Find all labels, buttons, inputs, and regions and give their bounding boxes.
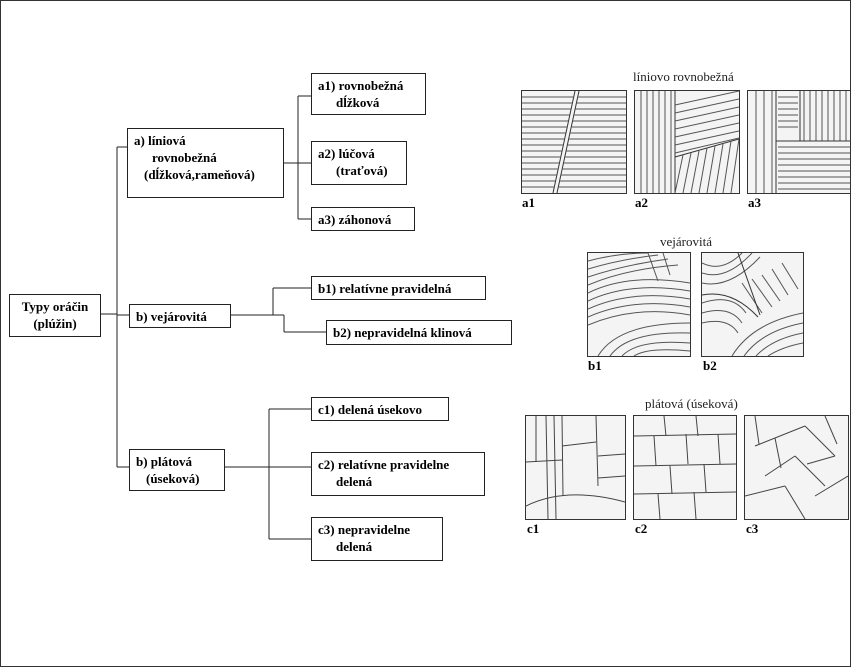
group-c-title: plátová (úseková) [645,396,738,411]
node-c2-line2: delená [336,474,373,489]
node-a3: a3) záhonová [311,207,415,231]
pattern-a3-label: a3 [748,195,761,210]
pattern-a2-image [634,90,740,194]
pattern-c1-label: c1 [527,521,540,536]
node-b-line1: b) vejárovitá [136,309,207,324]
root-node-line1: Typy oráčin [21,299,89,314]
node-a2: a2) lúčová (traťová) [311,141,407,185]
pattern-a3-image [747,90,851,194]
node-a1-line2: dĺžková [336,95,380,110]
pattern-b2-label: b2 [703,358,717,373]
group-b-title: vejárovitá [660,234,712,249]
node-a1-line1: a1) rovnobežná [318,78,404,93]
pattern-c1-image [525,415,626,520]
node-b2-line1: b2) nepravidelná klinová [333,325,472,340]
node-a2-line2: (traťová) [336,163,388,178]
node-a-line3: (dĺžková,rameňová) [144,167,255,182]
pattern-c2-image [633,415,737,520]
node-c1-line1: c1) delená úsekovo [318,402,422,417]
node-b2: b2) nepravidelná klinová [326,320,512,345]
group-a-title: líniovo rovnobežná [633,69,734,84]
pattern-c3-label: c3 [746,521,759,536]
pattern-a1-label: a1 [522,195,535,210]
node-c-line2: (úseková) [146,471,200,486]
node-c2-line1: c2) relatívne pravidelne [318,457,450,472]
root-node: Typy oráčin (plúžin) [9,294,101,337]
node-a-line1: a) líniová [134,133,186,148]
node-a2-line1: a2) lúčová [318,146,375,161]
node-a3-line1: a3) záhonová [318,212,392,227]
pattern-a2-label: a2 [635,195,648,210]
node-c-line1: b) plátová [136,454,192,469]
pattern-b2-image [701,252,804,357]
node-c: b) plátová (úseková) [129,449,225,491]
node-c1: c1) delená úsekovo [311,397,449,421]
pattern-b1-label: b1 [588,358,602,373]
node-c3-line2: delená [336,539,373,554]
node-b: b) vejárovitá [129,304,231,328]
pattern-b1-image [587,252,691,357]
pattern-c2-label: c2 [635,521,648,536]
root-node-line2: (plúžin) [33,316,77,331]
tree-connectors [101,95,326,540]
node-c2: c2) relatívne pravidelne delená [311,452,485,496]
pattern-a1-image [521,90,627,194]
node-c3-line1: c3) nepravidelne [318,522,411,537]
node-c3: c3) nepravidelne delená [311,517,443,561]
node-a-line2: rovnobežná [152,150,217,165]
pattern-c3-image [744,415,849,520]
node-b1: b1) relatívne pravidelná [311,276,486,300]
node-a: a) líniová rovnobežná (dĺžková,rameňová) [127,128,284,198]
node-a1: a1) rovnobežná dĺžková [311,73,426,115]
node-b1-line1: b1) relatívne pravidelná [318,281,452,296]
